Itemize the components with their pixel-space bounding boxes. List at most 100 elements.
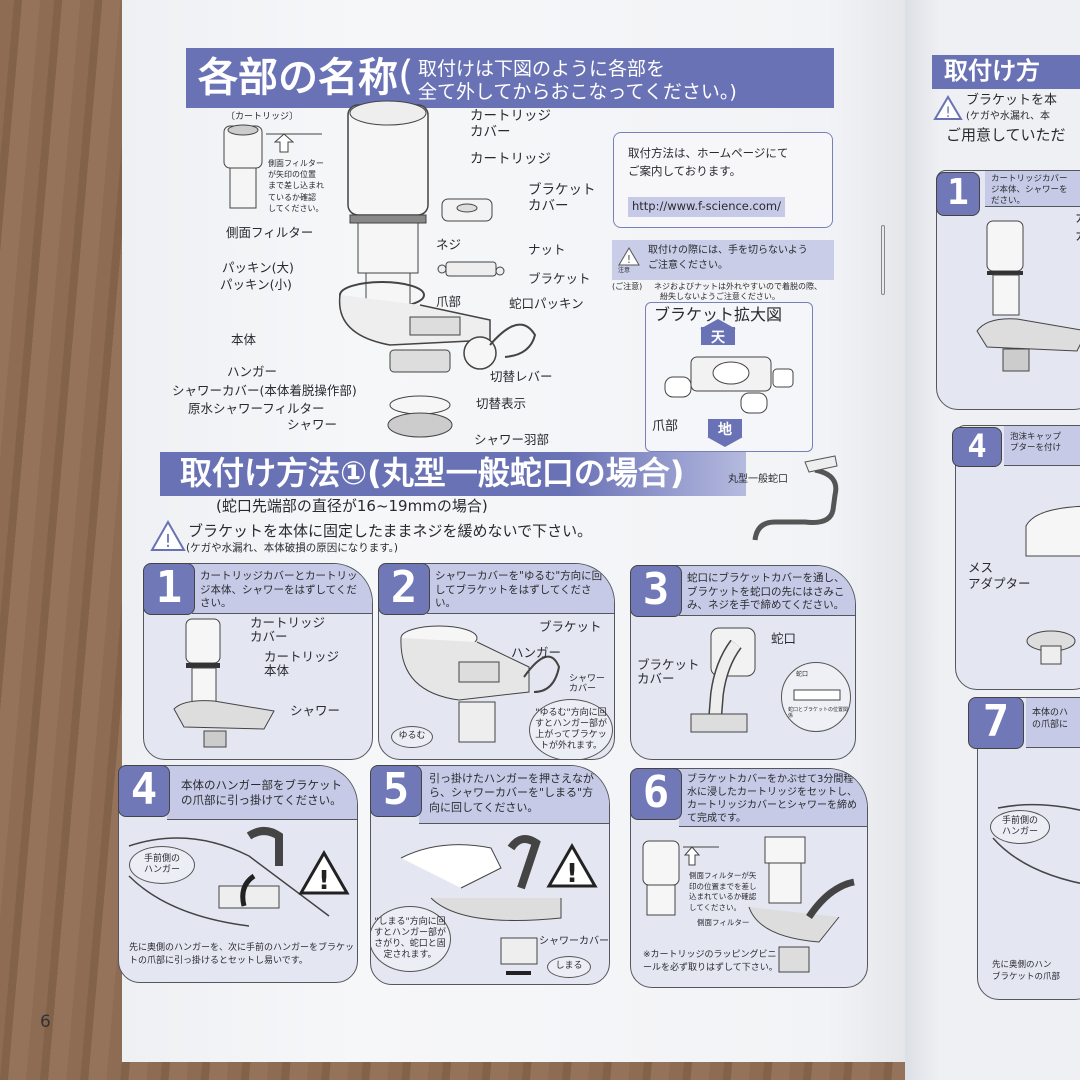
parts-subtitle-2: 全て外してからおこなってください。)	[418, 81, 737, 103]
parts-section-header: 各部の名称 ( 取付けは下図のように各部を 全て外してからおこなってください。)	[186, 48, 834, 108]
bracket-drawing	[664, 356, 794, 414]
right-step-4-instruction: 泡沫キャップ プターを付け	[1004, 426, 1080, 466]
step-6-note: 側面フィルターが矢印の位置までを差し込まれているか確認してください。	[689, 871, 757, 912]
step-4-instruction: 本体のハンガー部をブラケットの爪部に引っ掛けてください。	[167, 766, 357, 820]
step-4-footer: 先に奥側のハンガーを、次に手前のハンガーをブラケットの爪部に引っ掛けるとセットし…	[129, 943, 355, 967]
faucet-drawing	[752, 455, 839, 541]
right-step-4-drawing	[1025, 505, 1080, 665]
note-line: してください。	[268, 203, 324, 213]
side-filter-label: 側面フィルター	[226, 225, 314, 240]
step-3-inset: 蛇口 蛇口とブラケットの位置関係	[781, 662, 851, 732]
label-switch-indicator: 切替表示	[476, 396, 527, 411]
cartridge-drawing	[223, 124, 322, 209]
bracket-zoom-title: ブラケット拡大図	[654, 305, 783, 324]
svg-text:!: !	[627, 253, 631, 266]
right-step-1-label: カ	[1075, 210, 1080, 225]
step-3-label-bracket-cover: ブラケット カバー	[637, 657, 700, 687]
label-shower-blade: シャワー羽部	[474, 432, 550, 447]
note-line-1: ネジおよびナットは外れやすいので着脱の際、	[654, 282, 822, 291]
step-5-number: 5	[370, 765, 422, 817]
note-line: 側面フィルター	[268, 159, 324, 168]
step-2-number: 2	[378, 563, 430, 615]
warning-icon: !	[546, 842, 598, 889]
step-5-drawing	[400, 835, 562, 975]
right-step-1-instruction: カートリッジカバー ジ本体、シャワーを ださい。	[985, 171, 1080, 207]
label-bracket-cover: ブラケットカバー	[528, 182, 596, 215]
step-6-drawing	[642, 836, 855, 973]
label-bracket: ブラケット	[528, 271, 591, 286]
filter-exploded-drawing	[338, 100, 537, 438]
bracket-parts-drawing	[437, 261, 505, 277]
cartridge-inset-heading: 〔カートリッジ〕	[226, 112, 299, 122]
bottom-arrow-label: 地	[708, 419, 742, 438]
step-5-bubble-tighten: しまる	[547, 956, 591, 978]
step-2-panel: シャワーカバーを"ゆるむ"方向に回してブラケットをはずしてください。 ブラケット…	[378, 563, 615, 760]
inset-caption: 蛇口とブラケットの位置関係	[788, 707, 849, 719]
right-step-7-footer: 先に奥側のハン ブラケットの爪部	[992, 960, 1061, 982]
right-step-7-bubble: 手前側の ハンガー	[990, 810, 1050, 844]
step-3-drawing	[690, 627, 756, 733]
cartridge-inset-note: 側面フィルター が矢印の位置 まで差し込まれ ているか確認 してください。	[268, 158, 324, 214]
install-warning-sub: (ケガや水漏れ、本体破損の原因になります。)	[186, 542, 398, 554]
step-1-number: 1	[143, 563, 195, 615]
right-step-4-number: 4	[952, 427, 1002, 467]
label-cartridge: カートリッジ	[470, 151, 551, 167]
paren: (	[398, 53, 414, 99]
down-arrow-icon	[707, 437, 743, 447]
page-number: 6	[40, 1012, 51, 1032]
right-header: 取付け方	[932, 55, 1080, 89]
note-line: が矢印の位置	[268, 170, 316, 180]
step-2-label-bracket: ブラケット	[539, 619, 602, 634]
label-shower: シャワー	[287, 417, 338, 432]
label-packing-large: パッキン(大)	[222, 260, 294, 275]
label-nut: ナット	[528, 242, 566, 257]
right-warning: ブラケットを本	[966, 93, 1058, 108]
bracket-claw-label: 爪部	[652, 419, 679, 434]
info-text-2: ご案内しております。	[628, 164, 742, 178]
caution-line-2: ご注意ください。	[648, 260, 728, 271]
note-prefix: (ご注意)	[612, 282, 643, 291]
right-step-1-panel: カートリッジカバー ジ本体、シャワーを ださい。 カ カ	[936, 170, 1080, 410]
step-1-label-cover: カートリッジ カバー	[250, 615, 326, 645]
step-2-bubble-note: "ゆるむ"方向に回すとハンガー部が上がってブラケットが外れます。	[529, 699, 613, 759]
step-2-bubble-loosen: ゆるむ	[391, 726, 433, 748]
up-arrow-icon	[700, 319, 736, 329]
step-5-bubble: "しまる"方向に回すとハンガー部がさがり、蛇口と固定されます。	[371, 906, 451, 972]
note-line-2: 紛失しないようご注意ください。	[660, 292, 780, 301]
svg-text:!: !	[945, 105, 951, 121]
step-6-footer: ※カートリッジのラッピングビニールを必ず取りはずして下さい。	[643, 950, 778, 973]
label-screw: ネジ	[436, 237, 462, 252]
caution-icon: !	[618, 247, 640, 266]
inset-faucet-label: 蛇口	[796, 671, 809, 678]
step-5-instruction: 引っ掛けたハンガーを押さえながら、シャワーカバーを"しまる"方向に回してください…	[419, 766, 609, 824]
step-6-label-filter: 側面フィルター	[697, 918, 750, 927]
step-1-instruction: カートリッジカバーとカートリッジ本体、シャワーをはずしてください。	[192, 564, 372, 614]
right-step-1-number: 1	[936, 172, 980, 216]
right-warning-sub: (ケガや水漏れ、本	[966, 111, 1051, 122]
step-5-label-shower-cover: シャワーカバー	[539, 936, 609, 947]
top-arrow-label: 天	[701, 327, 735, 346]
step-1-label-shower: シャワー	[290, 703, 341, 718]
install-warning: ブラケットを本体に固定したままネジを緩めないで下さい。	[188, 522, 593, 540]
right-step-4-label: メス アダプター	[968, 560, 1031, 592]
step-6-number: 6	[630, 768, 682, 820]
step-6-instruction: ブラケットカバーをかぶせて3分間程水に浸したカートリッジをセットし、カートリッジ…	[679, 769, 867, 827]
inset-drawing	[793, 689, 841, 701]
svg-text:!: !	[318, 866, 330, 896]
staple	[881, 225, 885, 295]
caution-icon-label: 注意	[618, 267, 631, 274]
svg-text:!: !	[164, 531, 171, 552]
step-2-drawing	[400, 625, 561, 743]
info-box: 取付方法は、ホームページにて ご案内しております。 http://www.f-s…	[613, 132, 833, 228]
website-link[interactable]: http://www.f-science.com/	[628, 197, 785, 217]
step-1-label-cartridge: カートリッジ 本体	[264, 649, 340, 679]
right-step-7-number: 7	[968, 697, 1024, 749]
step-3-instruction: 蛇口にブラケットカバーを通し、ブラケットを蛇口の先にはさみこみ、ネジを手で締めて…	[679, 566, 855, 616]
step-4-bubble: 手前側の ハンガー	[129, 846, 195, 884]
step-2-label-shower-cover: シャワー カバー	[569, 674, 606, 695]
svg-text:!: !	[566, 859, 578, 889]
note-line: まで差し込まれ	[268, 181, 324, 191]
warning-icon: !	[298, 849, 350, 896]
caution-band: ! 注意 取付けの際には、手を切らないよう ご注意ください。	[612, 240, 834, 280]
step-3-number: 3	[630, 565, 682, 617]
